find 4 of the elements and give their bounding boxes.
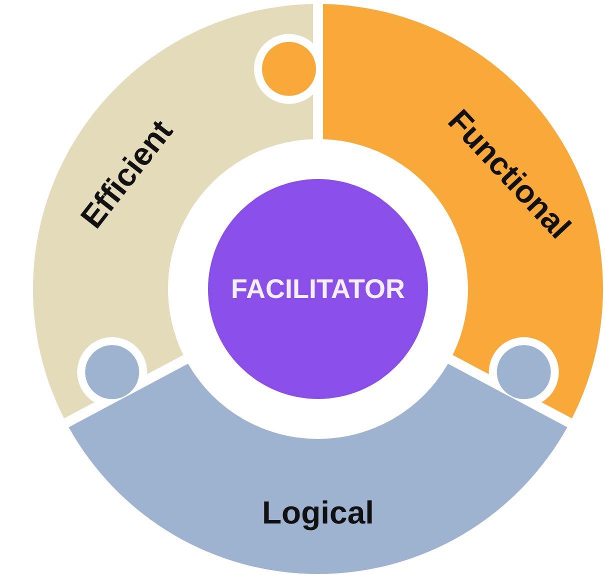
segment-label: Logical	[262, 494, 374, 530]
puzzle-piece	[68, 345, 568, 574]
center-circle	[208, 179, 428, 399]
center-label: FACILITATOR	[231, 274, 405, 304]
